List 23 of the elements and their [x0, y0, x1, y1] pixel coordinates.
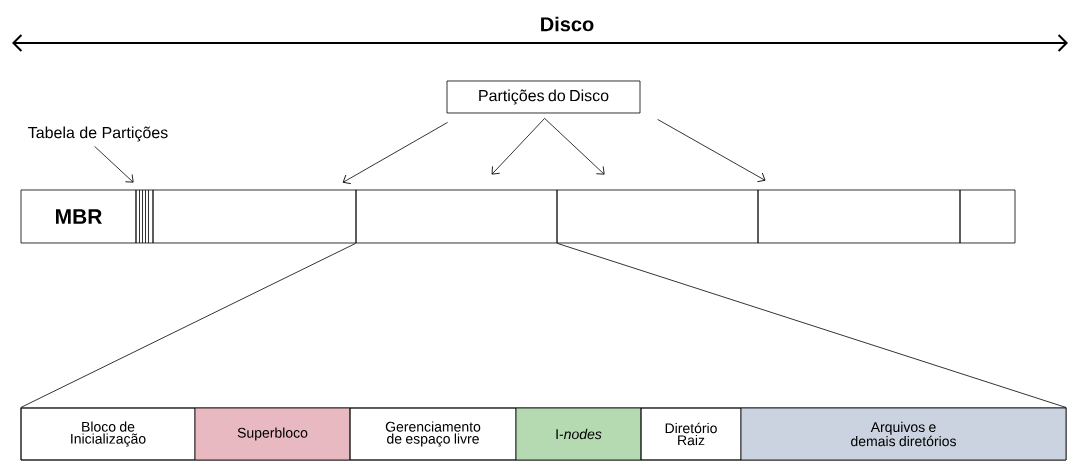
- partition-cell: [355, 189, 558, 244]
- layout-cell: Arquivos e demais diretórios: [740, 407, 1067, 461]
- partition-cell: [152, 189, 357, 244]
- zoom-line: [20, 243, 356, 408]
- layout-cell: Gerenciamento de espaço livre: [349, 407, 517, 461]
- arrow: [94, 146, 134, 183]
- arrow: [657, 119, 766, 183]
- arrow: [342, 122, 448, 185]
- arrow: [544, 118, 605, 175]
- zoom-line: [557, 243, 1067, 408]
- layout-cell: Superbloco: [194, 407, 351, 461]
- layout-cell: I-nodes: [515, 407, 642, 461]
- arrow: [491, 118, 545, 175]
- label-box: Partições do Disco: [446, 80, 641, 114]
- disk-cell: [959, 189, 1016, 244]
- layout-cell: Diretório Raiz: [640, 407, 742, 461]
- layout-cell: Bloco de Inicialização: [20, 407, 196, 461]
- dimension-label: Disco: [541, 16, 594, 32]
- partition-cell: [556, 189, 759, 244]
- mbr-cell: MBR: [20, 189, 137, 244]
- partition-cell: [757, 189, 961, 244]
- partition-table-stripes: [135, 189, 154, 244]
- bare-label: Tabela de Partições: [28, 126, 168, 142]
